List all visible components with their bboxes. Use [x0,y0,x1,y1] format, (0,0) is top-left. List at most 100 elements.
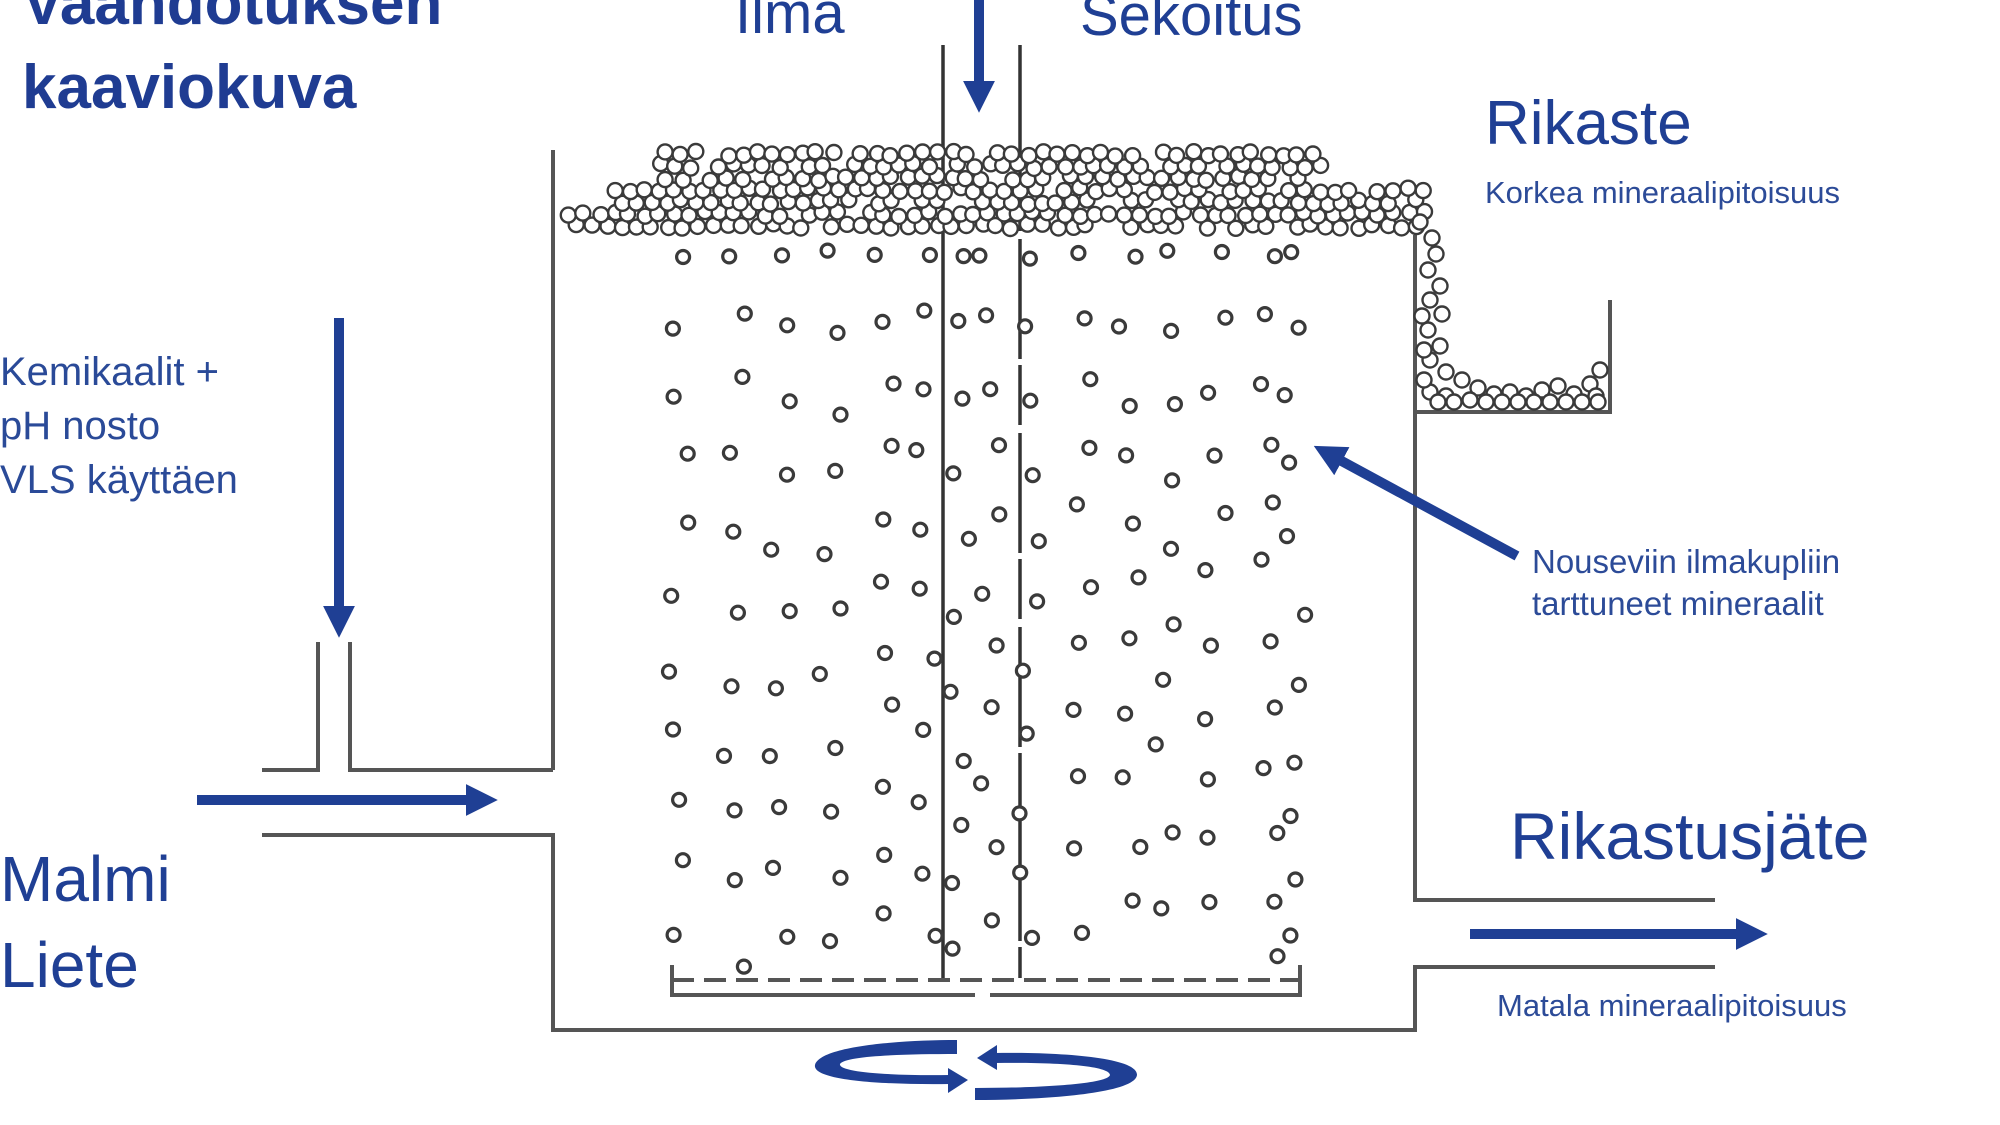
rising-bubble [721,444,739,461]
rising-bubble [1164,824,1181,841]
rising-bubble [908,442,925,459]
rising-bubble [660,663,678,680]
rising-bubble [1082,371,1099,388]
rising-bubble [1197,561,1214,579]
rising-bubble [1121,397,1138,415]
rising-bubble [1278,527,1296,545]
rising-bubble [1269,948,1286,965]
chemicals-line-3: VLS käyttäen [0,458,238,502]
froth-bubble [1091,143,1110,162]
rising-bubble [991,506,1008,523]
overflow-bubble [1419,261,1437,279]
overflow-bubble [1431,277,1449,295]
froth-bubble [1197,171,1215,190]
rising-bubble [1110,318,1128,335]
overflow-bubble [1419,321,1437,339]
rising-bubble [1255,759,1272,777]
froth-bubble [771,207,789,226]
rising-bubble [988,839,1005,856]
overflow-bubble [1549,377,1567,395]
rising-bubble [664,721,682,738]
rising-bubbles [660,242,1314,975]
rising-bubble [1069,768,1087,785]
rising-bubble [1011,805,1028,822]
concentrate-note: Korkea mineraalipitoisuus [1485,175,1840,210]
rising-bubble [822,803,840,820]
rising-bubble [1213,243,1231,261]
froth-bubble [1241,143,1260,161]
rising-bubble [781,393,798,410]
tailings-note: Matala mineraalipitoisuus [1497,988,1847,1023]
rising-bubble [1070,244,1087,262]
froth-bubble [1198,219,1217,237]
rising-bubble [1159,242,1176,259]
froth-bubble [1368,182,1386,201]
froth-bubble [1085,205,1104,224]
rising-bubble [726,802,743,819]
rising-bubble [725,523,742,540]
rising-bubble [1162,322,1180,339]
rising-bubble [1124,892,1141,909]
rising-bubble [960,530,978,547]
rising-bubble [1082,579,1100,596]
rising-bubble [943,874,961,892]
rising-bubble [1266,248,1284,265]
rising-bubble [1286,754,1303,771]
overflow-bubble [1557,393,1575,411]
rising-bubble [921,246,939,264]
rising-bubble [1256,306,1274,323]
rising-bubble [883,696,901,713]
chemicals-line-1: Kemikaalit + [0,350,219,394]
froth-bubble [680,206,698,225]
froth-bubble [1055,181,1073,200]
froth-bubble [574,204,592,222]
froth-bubble [822,218,841,236]
rising-bubble [736,305,753,322]
froth-bubble [1161,183,1179,201]
title-line-2: kaaviokuva [22,53,357,122]
rising-bubble [665,926,682,944]
rising-bubble [1147,736,1164,753]
ore-slurry-line-1: Malmi [0,843,171,915]
rising-bubble [945,465,962,482]
rising-bubble [1127,248,1144,265]
rising-bubble [1165,616,1182,633]
froth-bubble [882,219,900,237]
overflow-bubble [1411,213,1429,231]
froth-bubble [1311,183,1330,201]
froth-bubble [592,205,610,224]
rising-bubble [764,859,782,877]
rising-bubble [1014,662,1032,679]
froth-bubble [559,206,577,224]
rising-bubble [911,580,928,597]
rising-bubble [663,587,680,604]
rising-bubble [955,248,972,265]
rising-bubble [679,445,696,462]
tailings-label: Rikastusjäte [1510,799,1870,873]
froth-bubble [702,193,720,212]
overflow-bubble [1427,245,1445,263]
froth-bubble [890,207,908,226]
rising-bubble [883,437,900,454]
rising-bubble [778,466,796,483]
froth-bubble [1227,219,1245,238]
froth-bubble [763,145,781,163]
froth-bubble [966,158,984,176]
rising-bubble [1124,515,1142,532]
mixing-label: Sekoitus [1080,0,1303,48]
overflow-bubble [1591,361,1609,379]
froth-bubble [1191,206,1210,224]
rising-bubble [1166,396,1184,413]
tank-right-wall [1413,235,1715,902]
froth-bubble [1145,183,1164,202]
rising-bubble [875,511,892,528]
overflow-bubble [1589,393,1607,411]
rising-bubble [1217,504,1234,522]
rising-bubble [1290,676,1308,694]
rising-bubble [1262,633,1279,650]
froth-bubble [810,171,828,190]
rising-bubble [734,368,751,385]
overflow-bubble [1525,393,1543,411]
froth-bubble [1071,207,1090,226]
